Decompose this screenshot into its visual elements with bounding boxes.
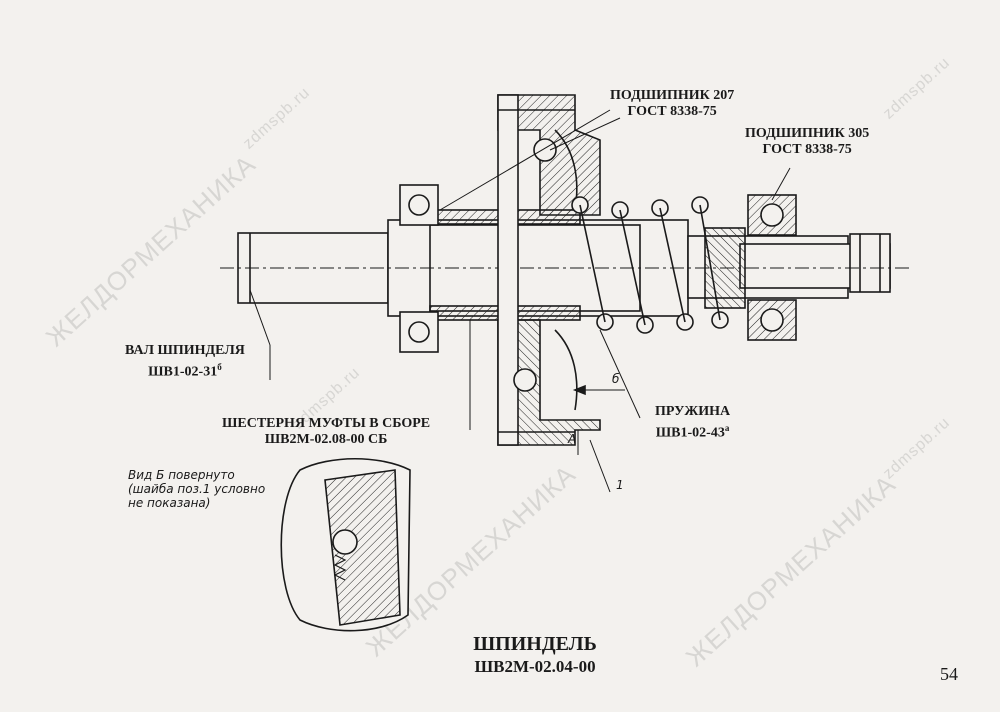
bearing-207-label: ПОДШИПНИК 207 ГОСТ 8338-75 — [610, 88, 735, 119]
shaft-label: ВАЛ ШПИНДЕЛЯ ШВ1-02-31б — [125, 343, 245, 380]
bearing-305-label: ПОДШИПНИК 305 ГОСТ 8338-75 — [745, 126, 870, 157]
nut — [849, 233, 891, 293]
section-b-marker: б — [612, 372, 620, 386]
spring-label: ПРУЖИНА ШВ1-02-43а — [655, 404, 731, 441]
drawing-title: ШПИНДЕЛЬ ШВ2М-02.04-00 — [473, 633, 597, 676]
view-b-note: Вид Б повернуто (шайба поз.1 условно не … — [128, 468, 266, 510]
bearing-207-ball-bottom — [513, 368, 537, 392]
section-a-marker: A — [568, 432, 577, 446]
bearing-207-ball-top — [533, 138, 557, 162]
gear-label: ШЕСТЕРНЯ МУФТЫ В СБОРЕ ШВ2М-02.08-00 СБ — [222, 416, 431, 447]
bearing-207-left — [399, 184, 439, 226]
page-number: 54 — [940, 664, 958, 684]
callout-1: 1 — [616, 478, 624, 492]
